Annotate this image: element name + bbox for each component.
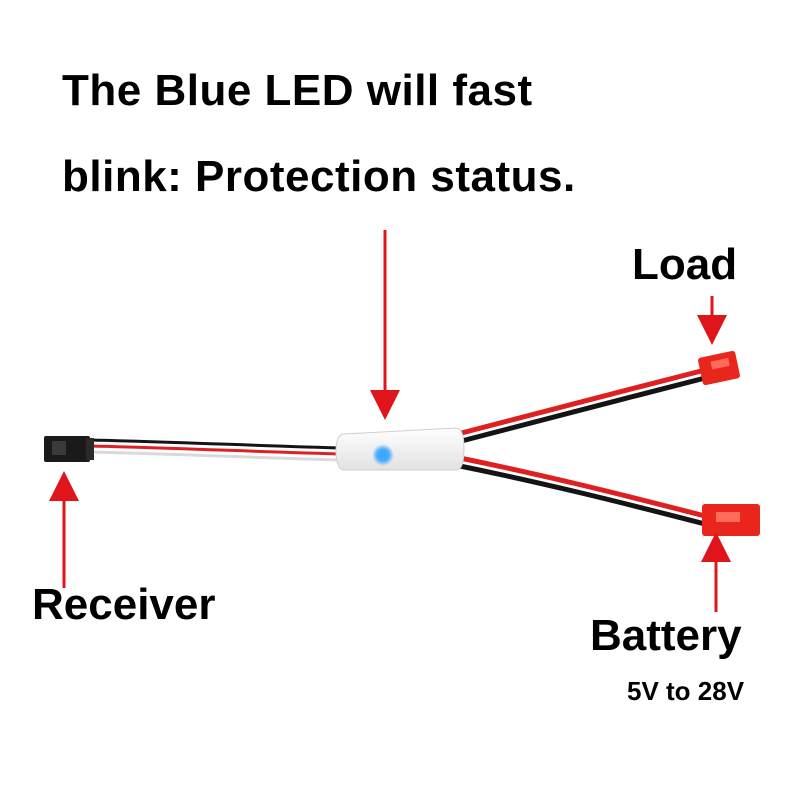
headline: The Blue LED will fast blink: Protection… — [62, 48, 762, 220]
receiver-connector — [44, 436, 94, 462]
blue-led-indicator — [372, 444, 394, 466]
headline-line-2: blink: Protection status. — [62, 152, 576, 201]
headline-line-1: The Blue LED will fast — [62, 66, 533, 115]
battery-label: Battery — [590, 611, 742, 660]
load-cable — [449, 367, 706, 447]
receiver-label: Receiver — [32, 580, 216, 629]
receiver-cable — [89, 438, 346, 462]
load-label: Load — [632, 240, 738, 289]
battery-connector — [702, 504, 760, 536]
load-connector — [698, 350, 740, 386]
switch-module — [335, 427, 465, 471]
battery-cable — [449, 453, 706, 527]
voltage-range-label: 5V to 28V — [627, 676, 745, 706]
